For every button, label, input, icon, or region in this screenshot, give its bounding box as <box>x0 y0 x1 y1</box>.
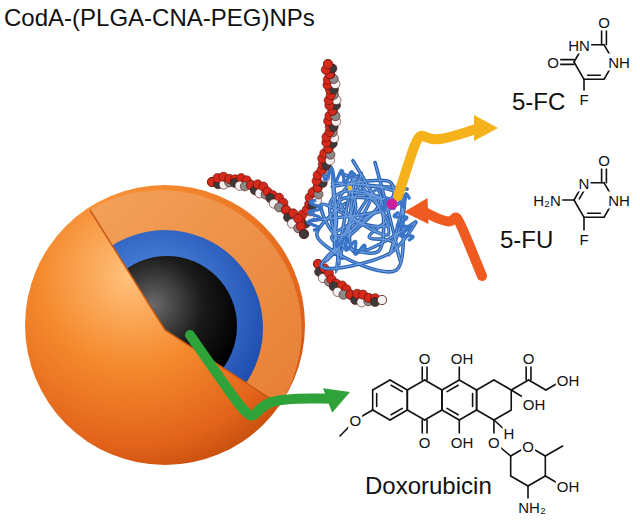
arrow-head <box>474 115 498 141</box>
bond-line <box>584 79 604 81</box>
chemical-bonds <box>340 24 614 506</box>
bond-line <box>391 385 402 391</box>
bond-line <box>511 380 528 390</box>
reaction-arrows <box>190 115 498 416</box>
bond-line <box>407 390 409 410</box>
atom-label: H₂N <box>532 192 562 209</box>
arrow-shaft <box>398 128 479 196</box>
nanoparticle <box>20 180 320 480</box>
atom-bead <box>299 229 308 238</box>
bond-line <box>373 380 390 390</box>
atom-label: OH <box>522 396 547 413</box>
bond-line <box>425 380 442 390</box>
bond-line <box>476 390 478 410</box>
compound-name: Doxorubicin <box>365 474 492 498</box>
bond-line <box>510 456 512 476</box>
atom-label: OH <box>556 372 581 389</box>
metal-ion <box>348 186 353 191</box>
bond-line <box>529 380 546 390</box>
bond-line <box>442 410 459 420</box>
bond-line <box>584 217 604 219</box>
compound-name: 5-FC <box>512 90 565 114</box>
ribbon-helix <box>308 200 321 230</box>
atom-label: F <box>578 91 589 108</box>
bond-line <box>472 394 474 407</box>
atom-label: O <box>418 350 432 367</box>
bond-line <box>373 410 390 420</box>
atom-label: HN <box>567 36 591 53</box>
atom-bead <box>323 59 332 68</box>
bond-line <box>407 390 409 410</box>
bond-line <box>476 390 478 410</box>
atom-label: NH <box>607 192 631 209</box>
atom-bead <box>323 59 332 68</box>
arrow-shaft <box>423 211 482 276</box>
arrow-head <box>323 388 350 412</box>
cut-edge <box>90 210 280 405</box>
bond-line <box>494 380 511 390</box>
bond-line <box>545 456 547 476</box>
atom-label: O <box>487 434 501 451</box>
ribbon-helix <box>336 237 365 254</box>
atom-label: N <box>578 174 591 191</box>
bond-line <box>442 380 459 390</box>
bond-line <box>425 410 442 420</box>
bond-line <box>390 380 407 390</box>
bond-line <box>510 390 512 410</box>
bond-line <box>407 410 424 420</box>
atom-label: O <box>349 412 363 429</box>
bond-line <box>447 408 458 414</box>
atom-label: O <box>418 434 432 451</box>
compound-name: 5-FU <box>500 228 553 252</box>
bond-line <box>447 385 458 391</box>
atom-label: O <box>546 54 560 71</box>
atom-label: OH <box>556 478 581 495</box>
bond-line <box>477 380 494 390</box>
bond-line <box>574 62 584 79</box>
cut-face <box>20 180 320 480</box>
atom-label: OH <box>450 434 475 451</box>
bond-line <box>588 213 601 215</box>
atom-label: F <box>578 231 589 248</box>
bond-line <box>511 476 528 486</box>
bond-line <box>477 410 494 420</box>
ribbon-helix <box>394 212 413 241</box>
particle-cutout <box>20 180 320 480</box>
ribbon-helix <box>324 169 354 183</box>
bond-line <box>528 476 545 486</box>
atom-label: H <box>503 425 516 442</box>
bond-line <box>494 410 511 420</box>
arrow-head <box>404 198 428 224</box>
bond-line <box>441 390 443 410</box>
atom-label: O <box>597 14 611 31</box>
bond-line <box>545 446 562 456</box>
bond-line <box>441 390 443 410</box>
atom-label: NH₂ <box>517 499 547 516</box>
bond-line <box>588 75 601 77</box>
ribbon-highlight <box>312 190 394 258</box>
bond-line <box>459 380 476 390</box>
bond-line <box>459 410 476 420</box>
bond-line <box>376 394 378 407</box>
atom-label: O <box>597 152 611 169</box>
atom-bead <box>377 295 386 304</box>
figure-title: CodA-(PLGA-CNA-PEG)NPs <box>4 6 315 30</box>
bond-line <box>391 408 402 414</box>
bond-line <box>574 200 584 217</box>
atom-label: NH <box>607 54 631 71</box>
arrow-shaft <box>190 335 332 416</box>
atom-label: O <box>521 438 535 455</box>
atom-label: OH <box>450 350 475 367</box>
bond-line <box>372 390 374 410</box>
atom-bead <box>299 229 308 238</box>
atom-label: O <box>522 350 536 367</box>
atom-bead <box>377 295 386 304</box>
ribbon-highlight <box>321 192 415 268</box>
bond-line <box>390 410 407 420</box>
bond-line <box>407 380 424 390</box>
